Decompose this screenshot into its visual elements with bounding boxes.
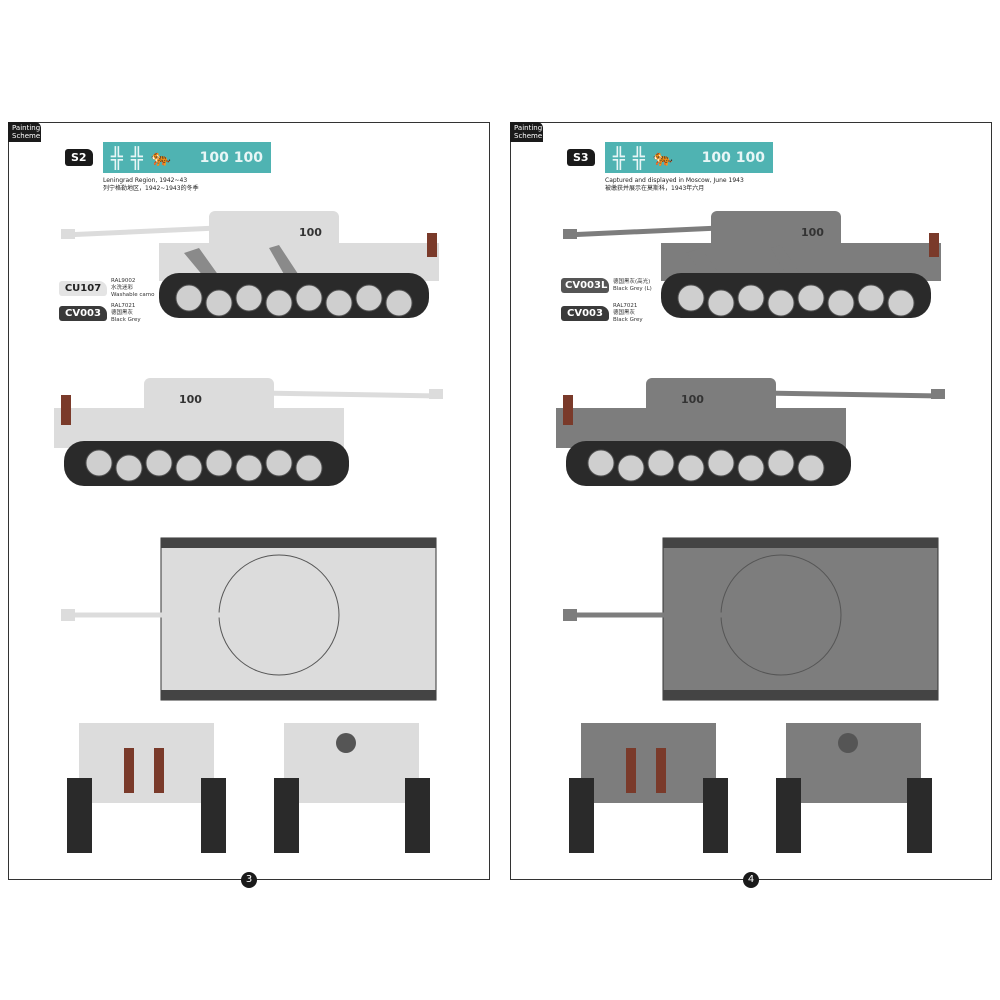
tank-left-side-view: 100 xyxy=(563,211,941,318)
instruction-page: Painting Scheme S3 ╬ ╬ 🐅 100 100 Capture… xyxy=(510,122,992,888)
turret-number: 100 xyxy=(801,226,824,239)
balkenkreuz-icon: ╬ xyxy=(633,145,646,170)
decal-number: 100 100 xyxy=(701,149,765,166)
tank-top-view xyxy=(61,537,437,701)
color-chip: CV003 xyxy=(59,306,107,321)
scheme-code: S3 xyxy=(567,149,595,166)
tank-front-view xyxy=(776,723,932,853)
tiger-emblem-icon: 🐅 xyxy=(653,148,674,167)
tank-rear-view xyxy=(569,723,728,853)
painting-scheme-tab: Painting Scheme xyxy=(8,122,41,142)
turret-number: 100 xyxy=(681,393,704,406)
painting-scheme-tab: Painting Scheme xyxy=(510,122,543,142)
color-chip: CV003 xyxy=(561,306,609,321)
color-label: 德国黑灰(高光)Black Grey (L) xyxy=(613,278,652,292)
tank-top-view xyxy=(563,537,939,701)
tank-rear-view xyxy=(67,723,226,853)
tiger-emblem-icon: 🐅 xyxy=(151,148,172,167)
balkenkreuz-icon: ╬ xyxy=(111,145,124,170)
tank-front-view xyxy=(274,723,430,853)
decal-strip: ╬ ╬ 🐅 100 100 xyxy=(605,142,773,173)
scheme-caption: Captured and displayed in Moscow, June 1… xyxy=(605,177,744,192)
turret-number: 100 xyxy=(179,393,202,406)
scheme-code: S2 xyxy=(65,149,93,166)
tank-right-side-view: 100 xyxy=(556,378,945,486)
page-number: 3 xyxy=(241,872,257,888)
tank-right-side-view: 100 xyxy=(54,378,443,486)
tank-illustrations: 100 100 xyxy=(556,211,945,853)
color-chip: CV003L xyxy=(561,278,609,293)
balkenkreuz-icon: ╬ xyxy=(613,145,626,170)
turret-number: 100 xyxy=(299,226,322,239)
color-chip: CU107 xyxy=(59,281,107,296)
balkenkreuz-icon: ╬ xyxy=(131,145,144,170)
instruction-page: Painting Scheme S2 ╬ ╬ 🐅 100 100 Leningr… xyxy=(8,122,490,888)
tank-left-side-view: 100 xyxy=(61,211,439,318)
decal-strip: ╬ ╬ 🐅 100 100 xyxy=(103,142,271,173)
tank-illustrations: 100 100 xyxy=(54,211,443,853)
decal-number: 100 100 xyxy=(199,149,263,166)
page-number: 4 xyxy=(743,872,759,888)
color-swatch: CV003L 德国黑灰(高光)Black Grey (L) xyxy=(561,278,652,293)
